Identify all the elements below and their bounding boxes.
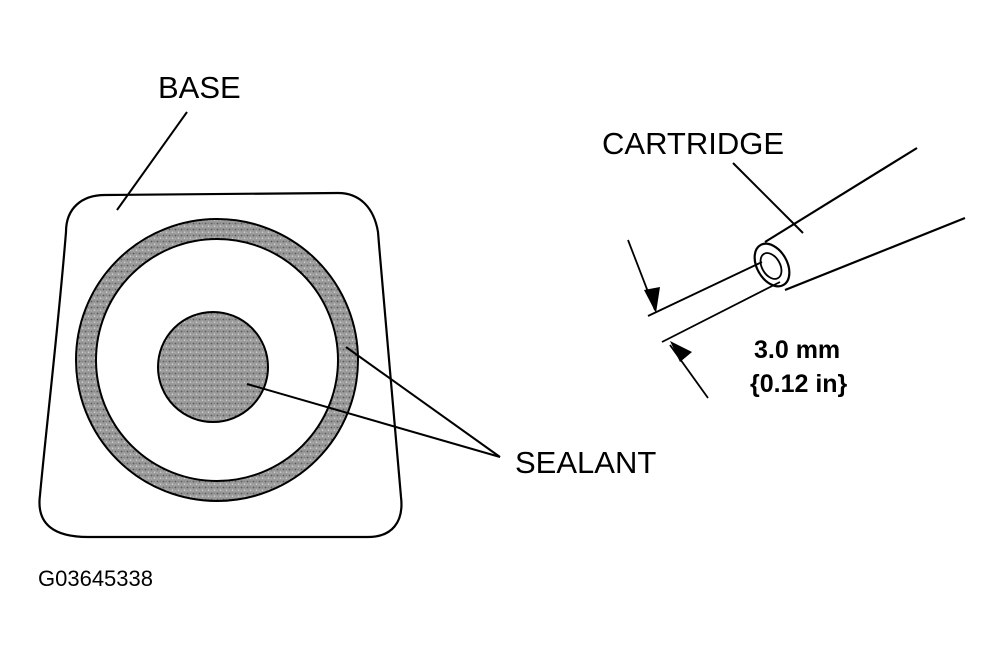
base-leader-line [116, 111, 188, 211]
bead-extension-upper [647, 261, 763, 317]
bead-extension-lower [661, 281, 781, 343]
dimension-arrow-upper [644, 287, 660, 313]
sealant-leader-ring [345, 346, 501, 458]
cartridge-nozzle-inner [759, 252, 783, 280]
dimension-in-label: {0.12 in} [750, 370, 848, 398]
sealant-label: SEALANT [515, 445, 656, 480]
cartridge-body-lower [784, 216, 966, 292]
base-label: BASE [158, 70, 241, 105]
figure-code-label: G03645338 [38, 566, 153, 591]
cartridge-body-upper [764, 147, 918, 243]
cartridge-label: CARTRIDGE [602, 126, 784, 161]
sealant-leader-center [246, 383, 501, 458]
sealant-center-dot [157, 311, 269, 423]
dimension-mm-label: 3.0 mm [754, 336, 840, 364]
cartridge-leader-line [732, 162, 804, 234]
dimension-arrow-lower [670, 341, 692, 362]
